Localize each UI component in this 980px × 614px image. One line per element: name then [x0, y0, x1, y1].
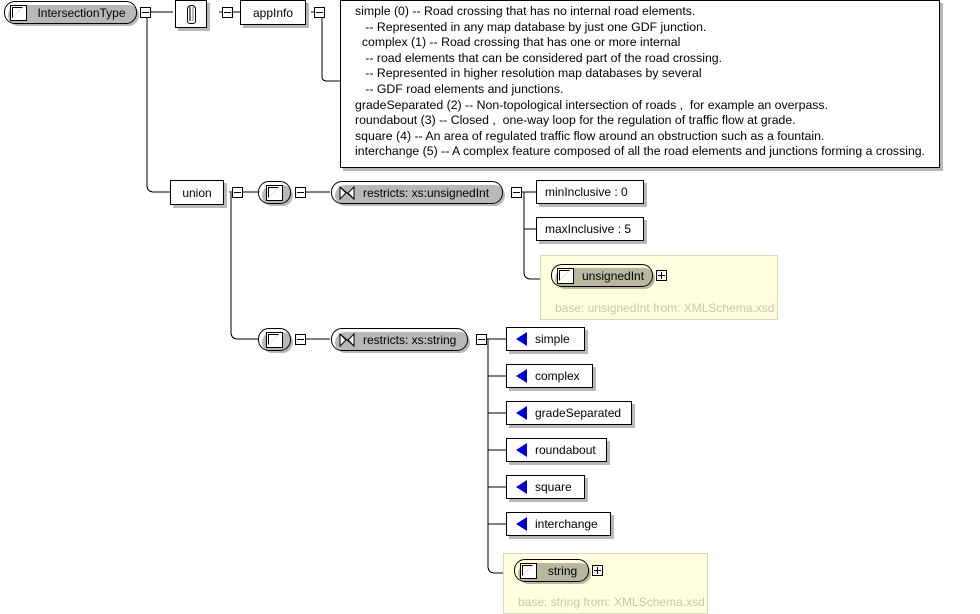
simpletype-icon	[520, 562, 537, 579]
collapse-control-simpletype-int[interactable]	[295, 187, 306, 198]
node-appinfo[interactable]: appInfo	[240, 0, 306, 25]
facet-label: maxInclusive : 5	[545, 222, 632, 236]
enumeration-label: simple	[535, 332, 570, 346]
simpletype-icon	[266, 184, 283, 201]
enumeration-icon	[516, 480, 527, 494]
appinfo-label: appInfo	[252, 5, 294, 20]
node-enumeration-gradeseparated[interactable]: gradeSeparated	[506, 401, 632, 425]
node-external-unsignedint[interactable]: unsignedInt	[551, 264, 655, 289]
restricts-label: restricts: xs:string	[363, 332, 457, 347]
expand-control-unsignedint[interactable]	[656, 270, 667, 281]
facet-label: minInclusive : 0	[545, 185, 628, 199]
collapse-control-root[interactable]	[140, 7, 151, 18]
restriction-icon	[339, 332, 355, 347]
enumeration-icon	[516, 443, 527, 457]
node-facet-maxinclusive[interactable]: maxInclusive : 5	[536, 217, 644, 241]
node-enumeration-simple[interactable]: simple	[506, 327, 585, 351]
node-external-string[interactable]: string	[514, 559, 591, 584]
external-type-name: unsignedInt	[582, 268, 645, 283]
enumeration-icon	[516, 517, 527, 531]
documentation-panel: simple (0) -- Road crossing that has no …	[340, 0, 940, 168]
collapse-control-annotation[interactable]	[222, 7, 233, 18]
node-enumeration-square[interactable]: square	[506, 475, 585, 499]
annotation-node[interactable]	[175, 0, 207, 28]
collapse-control-appinfo[interactable]	[314, 7, 325, 18]
node-simpletype-string[interactable]	[258, 328, 293, 353]
collapse-control-union[interactable]	[232, 187, 243, 198]
node-label: IntersectionType	[37, 5, 126, 20]
node-intersectiontype[interactable]: IntersectionType	[4, 1, 139, 26]
collapse-control-restricts-int[interactable]	[511, 187, 522, 198]
node-restricts-unsignedint[interactable]: restricts: xs:unsignedInt	[331, 181, 505, 206]
restricts-label: restricts: xs:unsignedInt	[363, 185, 490, 200]
node-restricts-string[interactable]: restricts: xs:string	[331, 328, 470, 353]
node-simpletype-unsignedint[interactable]	[258, 181, 293, 206]
enumeration-label: complex	[535, 369, 580, 383]
simpletype-icon	[557, 267, 574, 284]
node-enumeration-interchange[interactable]: interchange	[506, 512, 611, 536]
simpletype-icon	[10, 4, 27, 21]
external-type-name: string	[547, 563, 578, 578]
node-enumeration-roundabout[interactable]: roundabout	[506, 438, 607, 462]
external-base-text: base: string from: XMLSchema.xsd	[518, 595, 705, 609]
enumeration-label: square	[535, 480, 572, 494]
expand-control-string[interactable]	[592, 565, 603, 576]
external-type-panel-unsignedint: base: unsignedInt from: XMLSchema.xsd	[540, 255, 778, 320]
enumeration-icon	[516, 406, 527, 420]
enumeration-icon	[516, 369, 527, 383]
external-base-text: base: unsignedInt from: XMLSchema.xsd	[555, 301, 775, 315]
node-facet-mininclusive[interactable]: minInclusive : 0	[536, 180, 644, 204]
enumeration-label: interchange	[535, 517, 598, 531]
annotation-document-icon	[187, 5, 196, 24]
restriction-icon	[339, 185, 355, 200]
node-union[interactable]: union	[170, 180, 224, 205]
union-label: union	[182, 185, 212, 200]
collapse-control-restricts-string[interactable]	[476, 334, 487, 345]
enumeration-label: roundabout	[535, 443, 596, 457]
enumeration-label: gradeSeparated	[535, 406, 622, 420]
collapse-control-simpletype-string[interactable]	[295, 334, 306, 345]
simpletype-icon	[266, 331, 283, 348]
enumeration-icon	[516, 332, 527, 346]
node-enumeration-complex[interactable]: complex	[506, 364, 593, 388]
